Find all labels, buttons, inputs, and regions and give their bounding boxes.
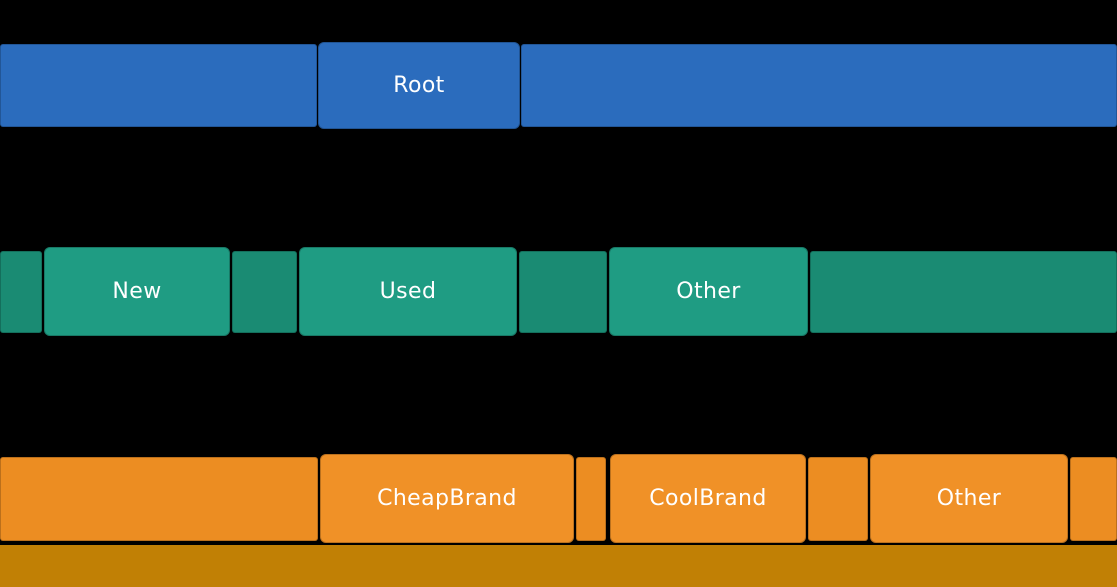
node-level2-unlabeled-3[interactable] (519, 251, 607, 333)
node-cheapbrand-label: CheapBrand (377, 486, 517, 511)
node-other-level3-label: Other (936, 486, 1002, 511)
node-other-level2-label: Other (676, 279, 741, 304)
node-used-label: Used (379, 279, 437, 304)
node-new[interactable]: New (44, 247, 230, 336)
node-level2-unlabeled-2[interactable] (232, 251, 297, 333)
node-level1-left-unlabeled[interactable] (0, 44, 317, 127)
node-cheapbrand[interactable]: CheapBrand (320, 454, 574, 543)
node-other-level3[interactable]: Other (870, 454, 1068, 543)
node-level3-unlabeled-2[interactable] (576, 457, 606, 541)
node-other-level2[interactable]: Other (609, 247, 808, 336)
node-root-label: Root (393, 73, 445, 98)
node-level3-unlabeled-1[interactable] (0, 457, 318, 541)
baseline-strip (0, 545, 1117, 587)
node-level1-right-unlabeled[interactable] (521, 44, 1117, 127)
node-level3-unlabeled-3[interactable] (808, 457, 868, 541)
node-level2-unlabeled-1[interactable] (0, 251, 42, 333)
node-level2-unlabeled-4[interactable] (810, 251, 1117, 333)
node-root[interactable]: Root (318, 42, 520, 129)
node-coolbrand[interactable]: CoolBrand (610, 454, 806, 543)
node-level3-unlabeled-4[interactable] (1070, 457, 1117, 541)
node-coolbrand-label: CoolBrand (649, 486, 767, 511)
node-new-label: New (112, 279, 162, 304)
node-used[interactable]: Used (299, 247, 517, 336)
